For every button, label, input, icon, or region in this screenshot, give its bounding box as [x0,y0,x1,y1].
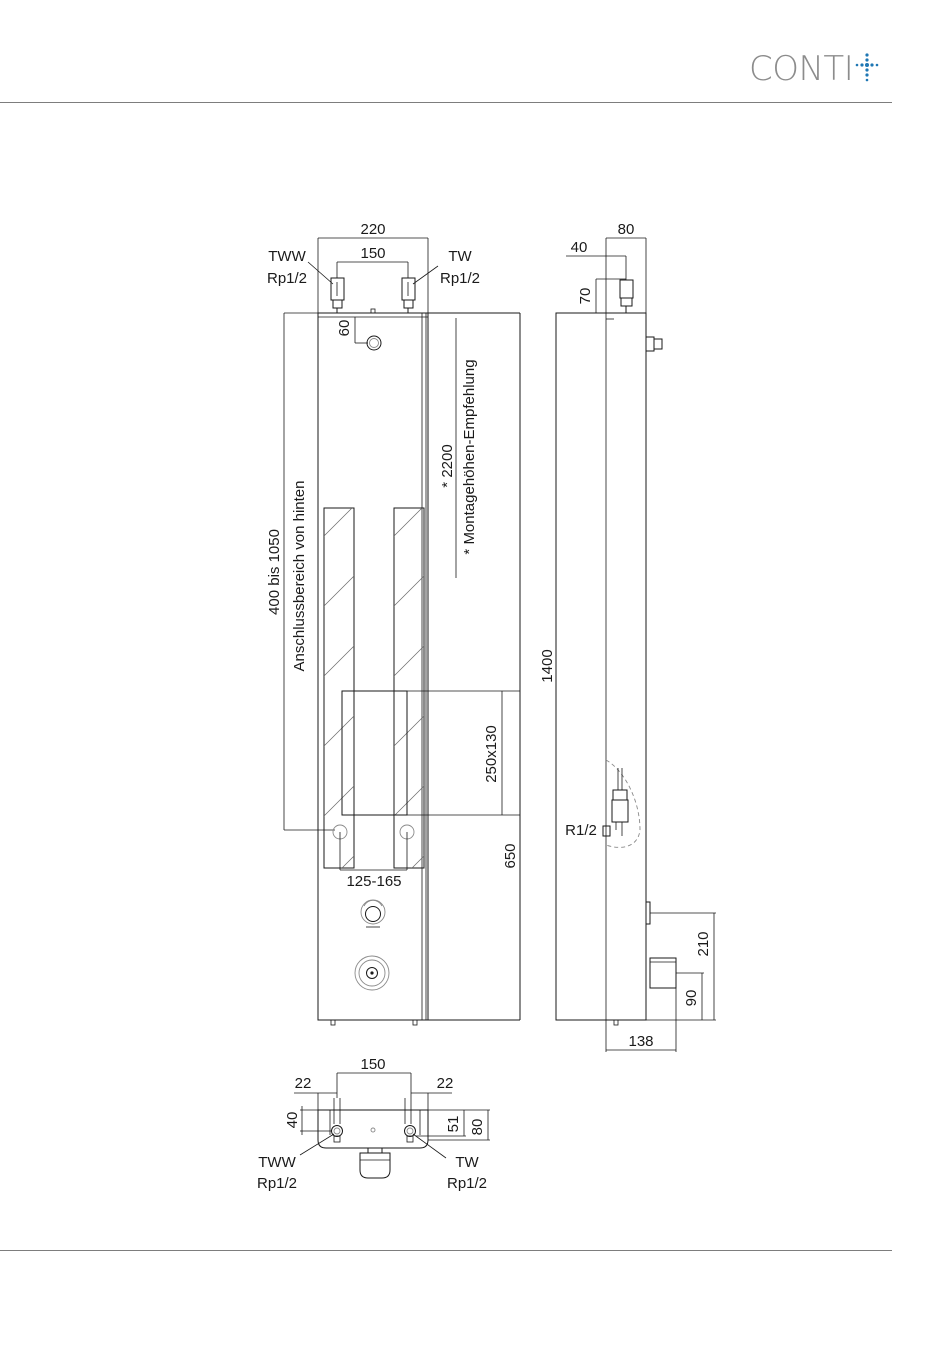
dim-60: 60 [336,320,353,337]
dim-150-front: 150 [360,245,385,262]
dim-40-side: 40 [571,239,588,256]
dim-22-right: 22 [437,1075,454,1092]
label-tw-thread-front: Rp1/2 [440,270,480,287]
dim-70: 70 [577,288,594,305]
label-r12: R1/2 [565,822,597,839]
front-view: 220 150 TWW Rp1/2 TW Rp1/2 60 400 bis 10… [266,221,520,1025]
dim-220: 220 [360,221,385,238]
outlet-box [650,958,676,988]
side-view: 80 40 70 1400 R1/2 210 [539,221,716,1052]
dim-80-top: 80 [618,221,635,238]
front-connector-tw [402,278,415,313]
label-tww-thread-front: Rp1/2 [267,270,307,287]
dim-650: 650 [502,843,519,868]
front-panel [318,313,428,1020]
dim-138: 138 [628,1033,653,1050]
connection-strip-right [394,508,424,868]
dim-1400: 1400 [539,649,556,682]
side-connector [620,280,633,313]
label-tww-front: TWW [268,248,306,265]
label-tww-thread-top: Rp1/2 [257,1175,297,1192]
dim-150-top: 150 [360,1056,385,1073]
dim-210: 210 [695,931,712,956]
front-connector-tww [331,278,344,313]
connection-strip-left [324,508,354,868]
label-tww-top: TWW [258,1154,296,1171]
side-panel [556,313,646,1020]
opening-rect [342,691,407,815]
label-tw-top: TW [455,1154,479,1171]
dim-90: 90 [683,990,700,1007]
dim-51: 51 [445,1116,462,1133]
dim-250x130: 250x130 [483,725,500,783]
connection-area-label: Anschlussbereich von hinten [291,481,308,672]
label-tw-front: TW [448,248,472,265]
dim-40-top: 40 [284,1112,301,1129]
dim-125-165: 125-165 [346,873,401,890]
shower-rose-icon [355,956,389,990]
dim-2200: * 2200 [439,444,456,487]
label-tw-thread-top: Rp1/2 [447,1175,487,1192]
push-button-icon [361,900,385,927]
dim-22-left: 22 [295,1075,312,1092]
top-view: 150 22 22 40 51 80 TWW Rp1/2 TW Rp1/2 [257,1056,490,1192]
dim-80-bottom: 80 [469,1119,486,1136]
mounting-note: * Montagehöhen-Empfehlung [461,359,478,554]
dim-400-1050: 400 bis 1050 [266,529,283,615]
